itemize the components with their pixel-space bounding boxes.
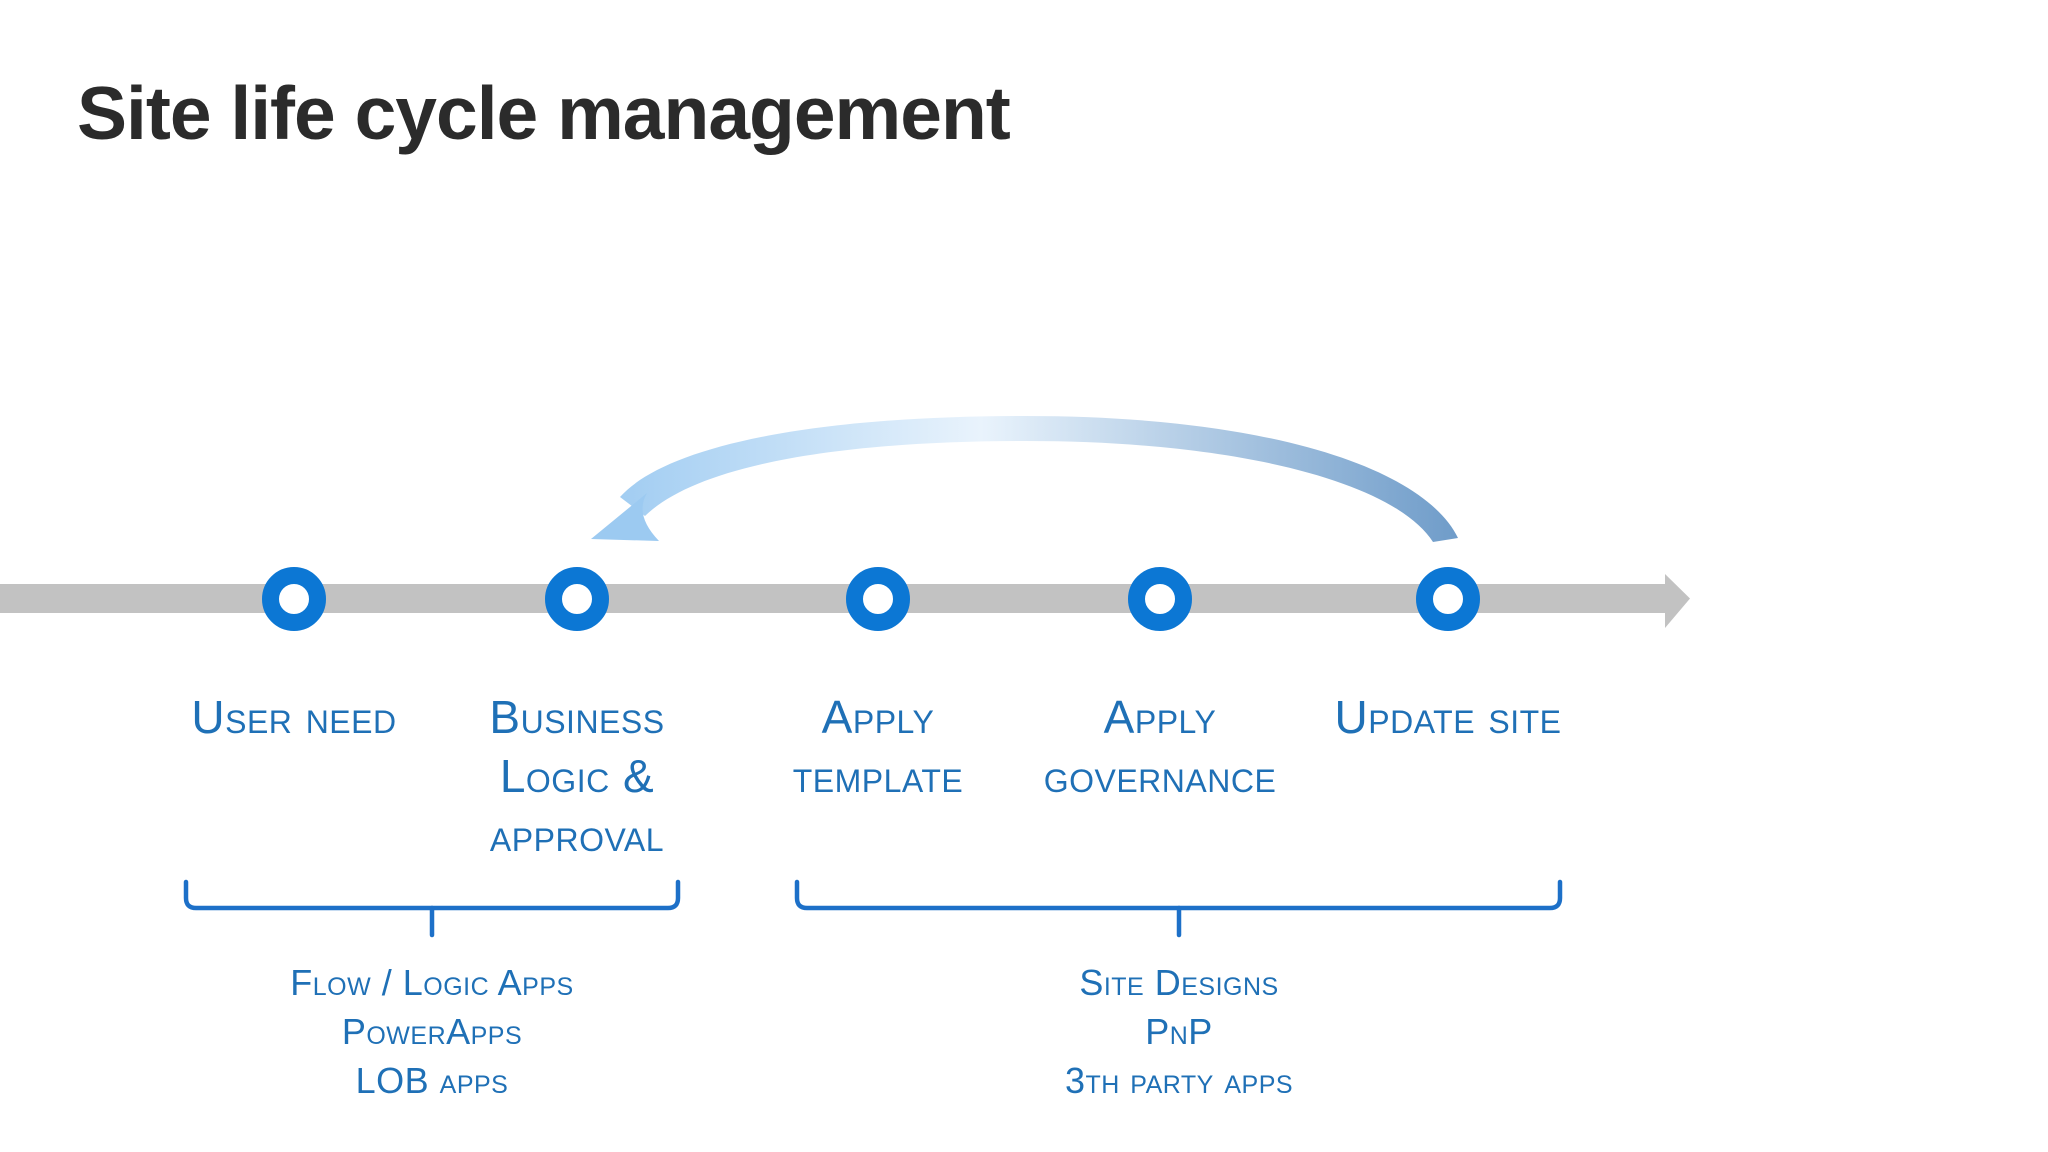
step-label-update-site: Update site bbox=[1335, 688, 1562, 747]
group-label-provisioning-tools: Site Designs PnP 3th party apps bbox=[1065, 958, 1293, 1105]
milestone-circle bbox=[1416, 567, 1480, 631]
step-label-line: Apply bbox=[821, 691, 935, 743]
milestone-circle bbox=[1128, 567, 1192, 631]
milestone-circle bbox=[262, 567, 326, 631]
slide-title: Site life cycle management bbox=[77, 71, 1011, 155]
step-label-line: Business bbox=[489, 691, 665, 743]
timeline-arrowhead-icon bbox=[1665, 574, 1690, 628]
step-label-line: Update site bbox=[1334, 691, 1562, 743]
group-label-line: Flow / Logic Apps bbox=[290, 962, 574, 1003]
loopback-arrow-icon bbox=[620, 416, 1458, 542]
group-label-line: Site Designs bbox=[1079, 962, 1279, 1003]
step-label-apply-governance: Apply governance bbox=[1044, 688, 1277, 806]
step-label-line: Logic & bbox=[499, 750, 655, 802]
group-label-line: PowerApps bbox=[341, 1011, 523, 1052]
group-label-workflow-tools: Flow / Logic Apps PowerApps LOB apps bbox=[290, 958, 573, 1105]
group-label-line: 3th party apps bbox=[1064, 1060, 1294, 1101]
bracket-left bbox=[183, 879, 681, 938]
milestone-circle bbox=[846, 567, 910, 631]
step-label-line: User need bbox=[191, 691, 397, 743]
group-label-line: LOB apps bbox=[355, 1060, 509, 1101]
step-label-business-logic-approval: Business Logic & approval bbox=[489, 688, 664, 865]
timeline-bar bbox=[0, 584, 1665, 613]
step-label-line: approval bbox=[489, 809, 665, 861]
loopback-arrowhead-icon bbox=[591, 493, 659, 541]
milestone-circle bbox=[545, 567, 609, 631]
step-label-user-need: User need bbox=[191, 688, 396, 747]
step-label-line: Apply bbox=[1103, 691, 1217, 743]
step-label-line: template bbox=[792, 750, 964, 802]
bracket-right bbox=[794, 879, 1563, 938]
step-label-line: governance bbox=[1043, 750, 1277, 802]
step-label-apply-template: Apply template bbox=[793, 688, 964, 806]
group-label-line: PnP bbox=[1145, 1011, 1213, 1052]
